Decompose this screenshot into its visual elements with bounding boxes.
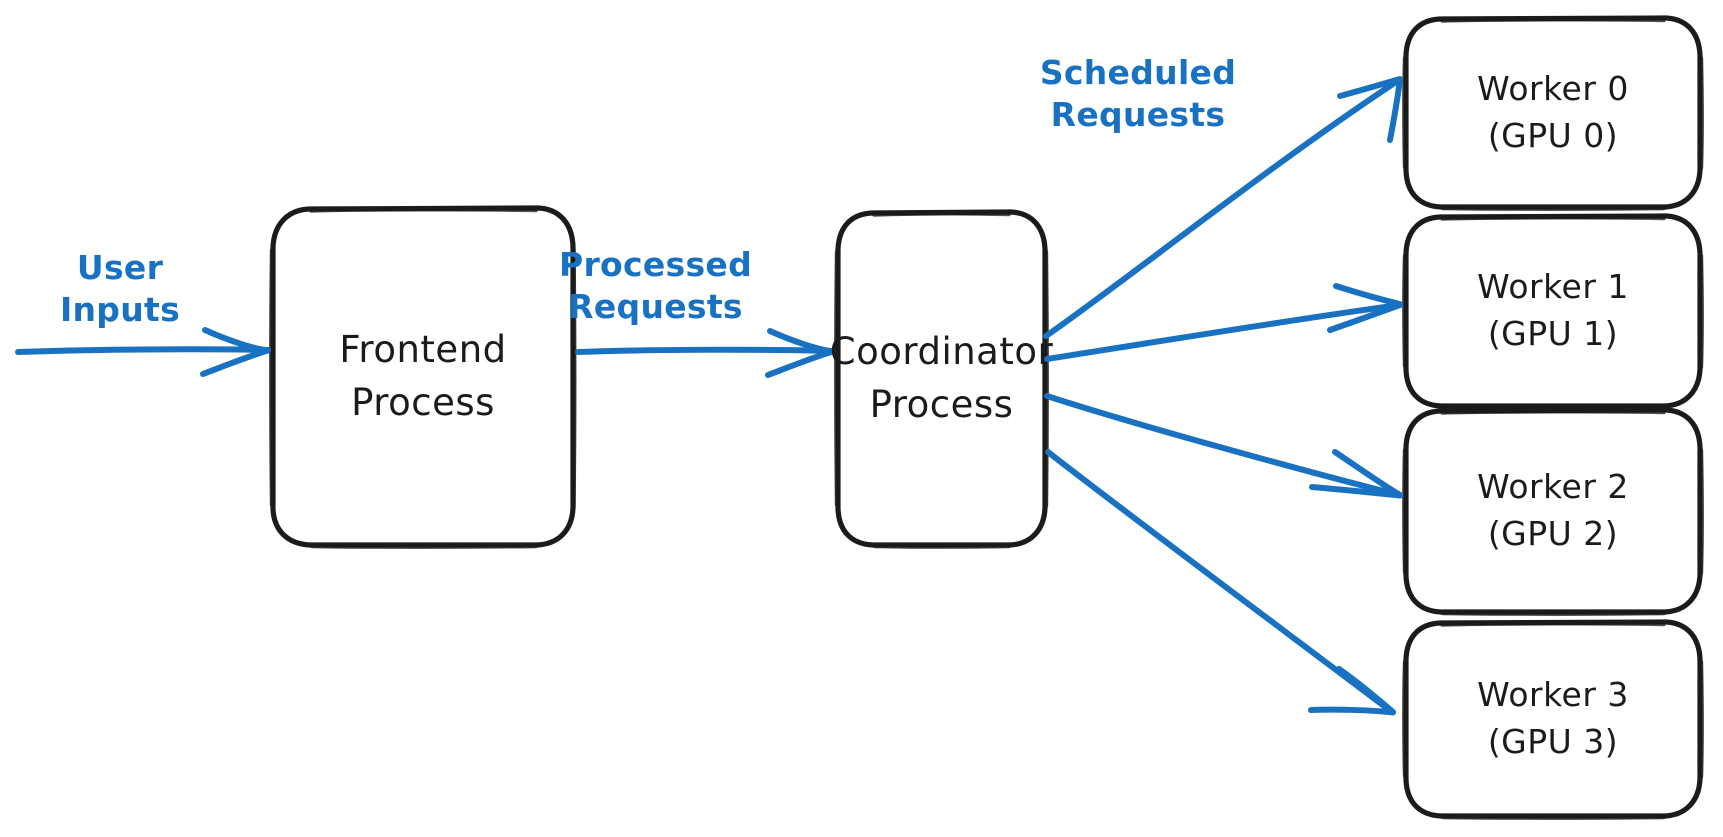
- arrow-frontend-to-coordinator: [575, 346, 836, 355]
- arrow-coordinator-to-worker2: [1044, 393, 1402, 498]
- arrow-coordinator-to-worker0-head2: [1387, 76, 1403, 143]
- arrow-coordinator-to-worker2-head: [1332, 449, 1403, 498]
- worker3-box-outline: [1403, 619, 1703, 819]
- arrow-user-to-frontend: [15, 346, 271, 355]
- worker0-box-outline: [1403, 15, 1703, 210]
- arrow-coordinator-to-worker2-head2: [1309, 484, 1403, 499]
- coordinator-box-outline-2: [834, 212, 1049, 549]
- node-worker1[interactable]: [1406, 216, 1700, 406]
- frontend-box-outline-2: [269, 208, 577, 549]
- worker3-box-outline-2: [1402, 622, 1704, 820]
- arrow-coordinator-to-worker0-head: [1337, 76, 1403, 99]
- worker2-box-outline: [1403, 407, 1703, 615]
- arrow-user-to-frontend-head2: [200, 347, 271, 377]
- node-worker0[interactable]: [1406, 18, 1700, 207]
- arrow-frontend-to-coordinator-head2: [765, 348, 836, 378]
- arrow-coordinator-to-worker1-head2: [1327, 302, 1403, 333]
- node-frontend[interactable]: [273, 208, 573, 545]
- arrow-coordinator-to-worker1: [1044, 302, 1402, 362]
- frontend-box-outline: [270, 205, 576, 548]
- arrow-coordinator-to-worker3-head: [1336, 666, 1396, 715]
- arrow-coordinator-to-worker3-head2: [1308, 706, 1396, 716]
- node-worker3[interactable]: [1406, 622, 1700, 816]
- arrow-coordinator-to-worker1-head: [1333, 283, 1403, 307]
- node-worker2[interactable]: [1406, 410, 1700, 612]
- coordinator-box-outline: [835, 209, 1048, 548]
- node-coordinator[interactable]: [838, 212, 1045, 545]
- worker0-box-outline-2: [1402, 18, 1704, 211]
- arrow-coordinator-to-worker0: [1043, 77, 1402, 339]
- worker1-box-outline-2: [1402, 216, 1704, 410]
- worker2-box-outline-2: [1402, 410, 1704, 616]
- worker1-box-outline: [1403, 213, 1703, 409]
